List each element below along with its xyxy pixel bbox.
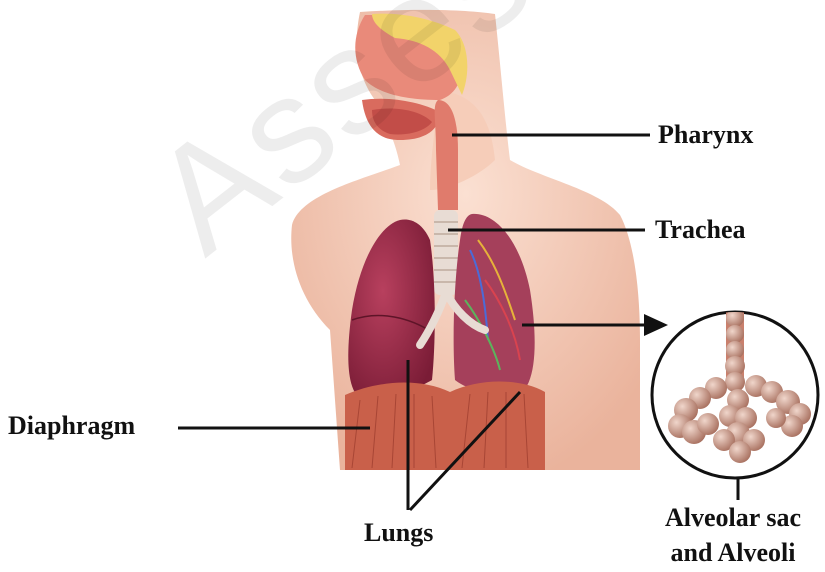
trachea-tube — [434, 210, 458, 295]
trachea-label: Trachea — [655, 217, 746, 243]
diaphragm-muscle — [345, 382, 545, 471]
diaphragm-label: Diaphragm — [8, 413, 135, 439]
alveoli-arrowhead — [644, 314, 668, 336]
pharynx-label: Pharynx — [658, 122, 753, 148]
lungs-label: Lungs — [364, 520, 433, 546]
alveoli-label: and Alveoli — [638, 540, 825, 566]
alveolar-sac-label: Alveolar sac — [638, 505, 825, 531]
